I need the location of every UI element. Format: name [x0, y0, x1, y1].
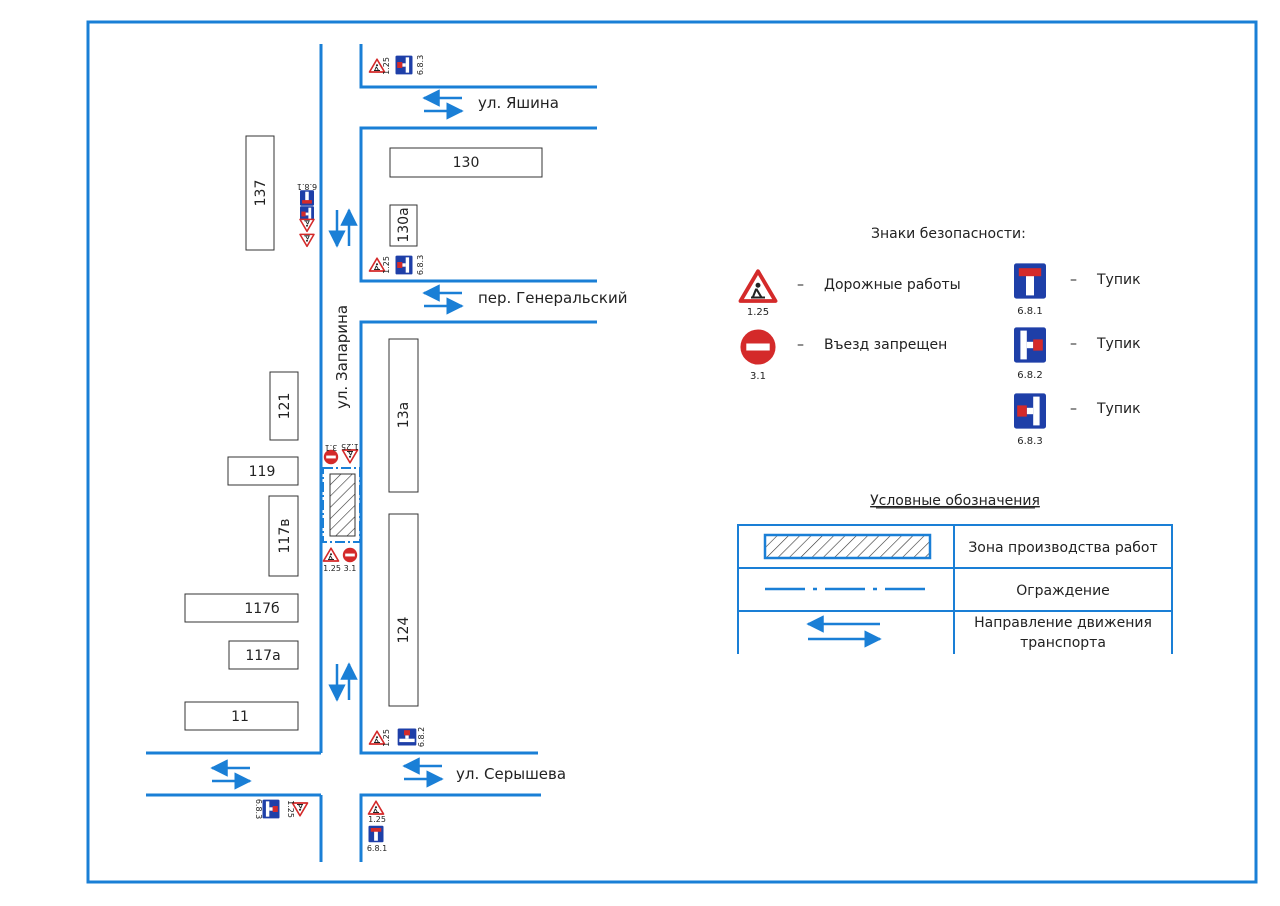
dash: –	[797, 277, 804, 293]
building-117a: 117а	[245, 648, 280, 664]
no-entry-legend-icon	[740, 329, 776, 365]
building-130: 130	[453, 155, 480, 171]
legend-direction-swatch	[806, 615, 882, 648]
dead-end-683-sign	[262, 799, 280, 819]
legend-table	[737, 524, 1173, 654]
legend-code-31: 3.1	[750, 371, 766, 382]
sign-code-681: 6.8.1	[297, 182, 317, 191]
sign-code-125: 1.25	[286, 800, 295, 818]
road-works-sign	[299, 218, 315, 233]
sign-code-125: 1.25	[368, 815, 386, 824]
legend-title: Условные обозначения	[870, 493, 1040, 509]
building-130a: 130а	[396, 207, 412, 242]
building-137: 137	[253, 180, 269, 207]
sign-code-125: 1.25	[382, 256, 391, 274]
legend-work-zone-label: Зона производства работ	[968, 540, 1157, 556]
dead-end-681-sign	[300, 190, 314, 206]
drawing-frame	[86, 20, 1258, 884]
road-works-sign	[367, 800, 385, 815]
road-works-label: Дорожные работы	[824, 277, 961, 293]
sign-code-125: 1.25	[382, 57, 391, 75]
street-yashina: ул. Яшина	[478, 94, 559, 112]
street-zaparina: ул. Запарина	[333, 305, 351, 409]
sign-code-125: 1.25	[341, 442, 359, 451]
sign-code-31: 3.1	[344, 564, 357, 573]
building-117v: 117в	[277, 519, 293, 554]
buildings	[184, 135, 543, 731]
dead-end-label: Тупик	[1096, 401, 1141, 417]
no-entry-sign	[342, 547, 358, 563]
dash: –	[1070, 401, 1077, 417]
traffic-arrows	[210, 89, 464, 790]
no-entry-label: Въезд запрещен	[824, 337, 947, 353]
dead-end-681-legend-icon	[1014, 263, 1046, 299]
dead-end-label: Тупик	[1096, 336, 1141, 352]
dead-end-683-sign	[395, 55, 413, 75]
dash: –	[797, 337, 804, 353]
building-121: 121	[277, 393, 293, 420]
sign-code-682: 6.8.2	[417, 727, 426, 747]
road-edges	[146, 44, 597, 862]
legend-code-681: 6.8.1	[1017, 306, 1042, 317]
work-zone	[322, 467, 361, 543]
street-serysheva: ул. Серышева	[456, 765, 566, 783]
sign-code-681: 6.8.1	[367, 844, 387, 853]
building-117b: 117б	[244, 601, 279, 617]
legend-code-125: 1.25	[747, 307, 769, 318]
road-works-legend-icon	[738, 269, 778, 303]
road-works-sign	[299, 233, 315, 248]
sign-code-125: 1.25	[382, 729, 391, 747]
safety-signs-title: Знаки безопасности:	[871, 226, 1026, 242]
dead-end-683-legend-icon	[1014, 393, 1046, 429]
legend-work-zone-swatch	[763, 533, 932, 560]
building-13a: 13а	[396, 402, 412, 428]
building-11: 11	[231, 709, 249, 725]
dash: –	[1070, 336, 1077, 352]
sign-code-683: 6.8.3	[416, 55, 425, 75]
legend-code-682: 6.8.2	[1017, 370, 1042, 381]
legend-code-683: 6.8.3	[1017, 436, 1042, 447]
dash: –	[1070, 272, 1077, 288]
dead-end-681-sign	[368, 825, 384, 843]
sign-code-31: 3.1	[325, 443, 338, 452]
building-119: 119	[249, 464, 276, 480]
road-works-sign	[322, 547, 340, 562]
dead-end-683-sign	[395, 255, 413, 275]
dead-end-682-sign	[397, 728, 417, 746]
sign-code-683: 6.8.3	[254, 799, 263, 819]
legend-direction-label-1: Направление движения	[974, 615, 1152, 631]
legend-fence-label: Ограждение	[1016, 583, 1110, 599]
building-124: 124	[396, 617, 412, 644]
dead-end-682-legend-icon	[1014, 327, 1046, 363]
legend-direction-label-2: транспорта	[1020, 635, 1106, 651]
sign-code-683: 6.8.3	[416, 255, 425, 275]
sign-code-125: 1.25	[323, 564, 341, 573]
street-generalsky: пер. Генеральский	[478, 289, 627, 307]
dead-end-label: Тупик	[1096, 272, 1141, 288]
